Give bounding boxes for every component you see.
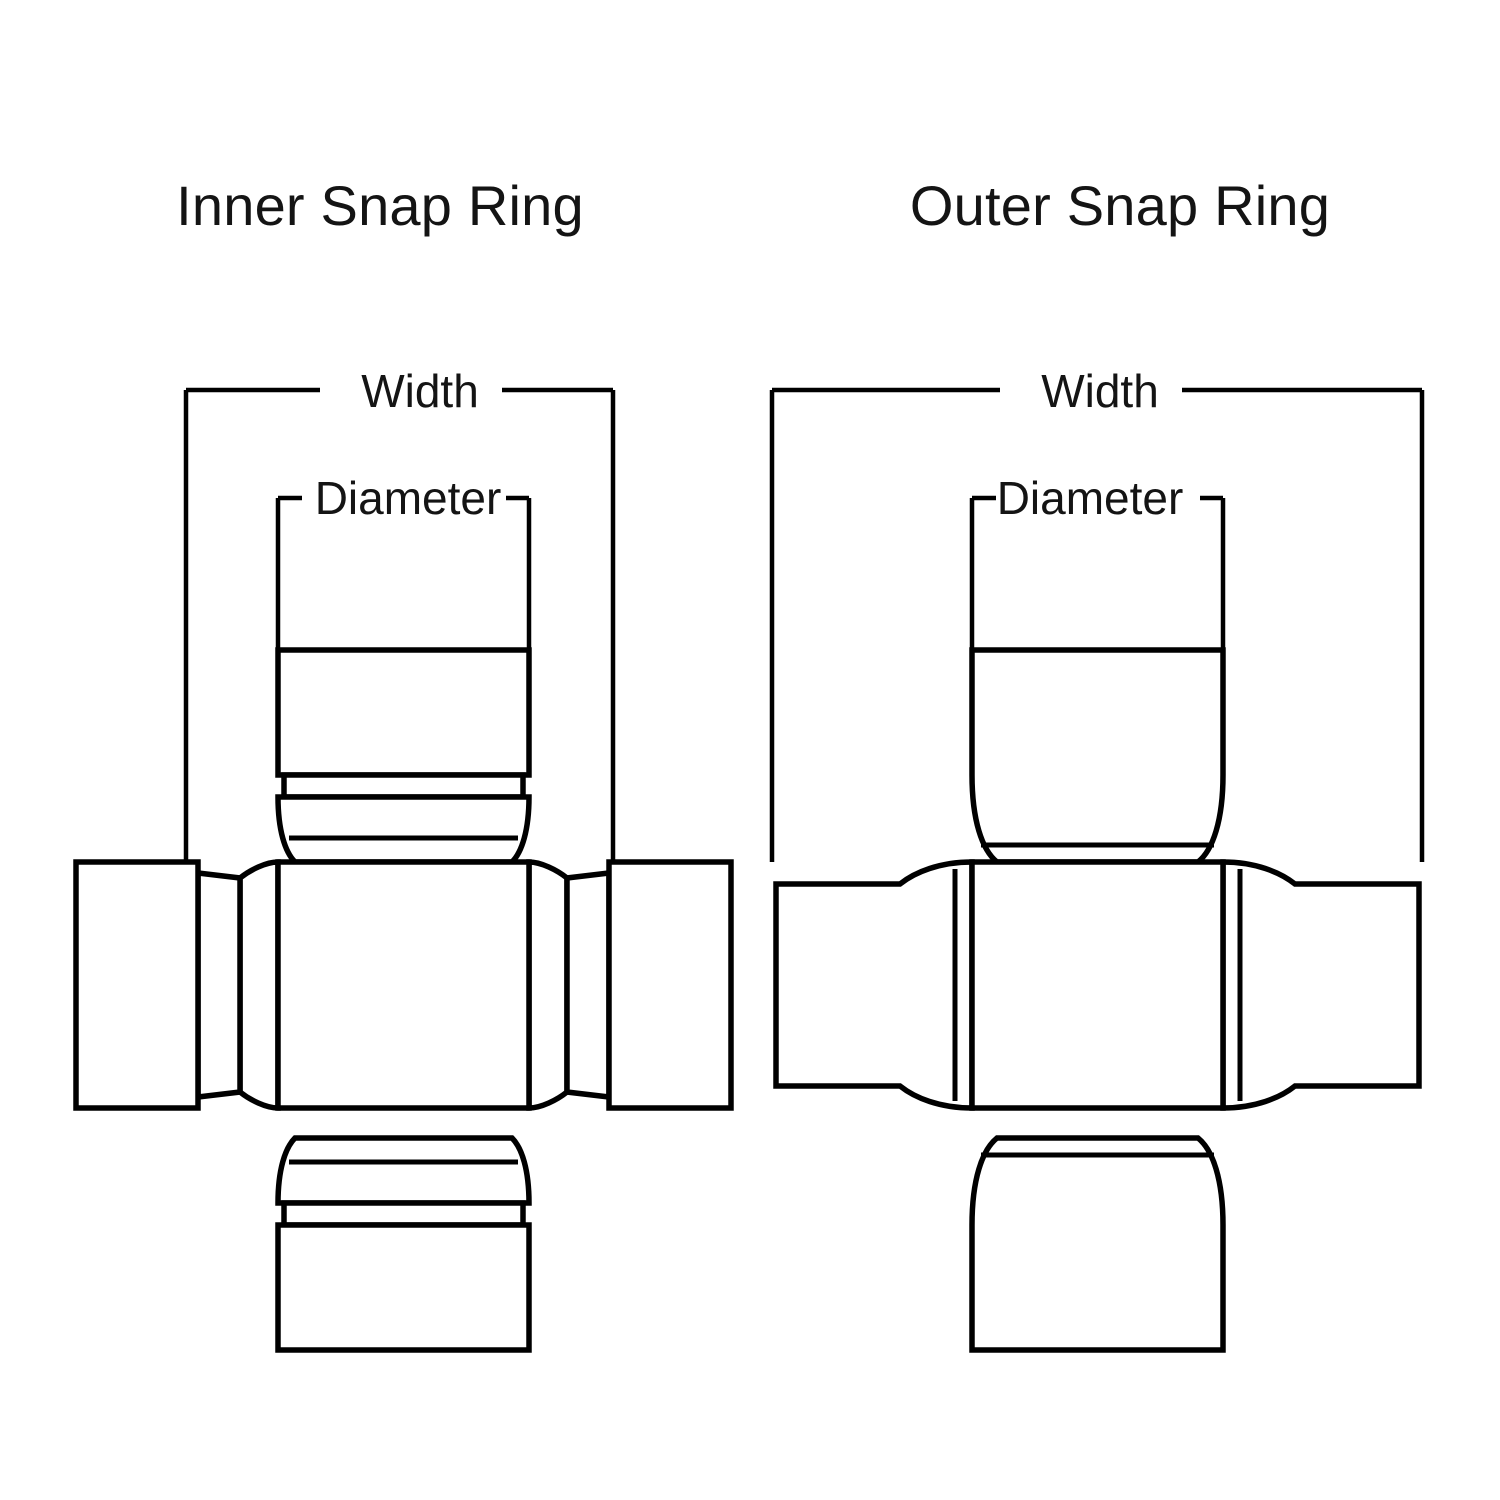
bottom-trunnion-taper-inner	[275, 1135, 532, 1206]
width-dimension-inner	[183, 387, 616, 862]
diameter-dimension-inner	[275, 495, 532, 650]
right-bearing-cap-outer	[1220, 859, 1422, 1111]
panel-title-inner-snap-ring: Inner Snap Ring	[176, 174, 584, 237]
cross-body-outer	[969, 859, 1226, 1111]
panel-title-outer-snap-ring: Outer Snap Ring	[909, 174, 1331, 237]
width-label-inner: Width	[361, 365, 479, 417]
diameter-label-outer: Diameter	[996, 472, 1184, 524]
top-bearing-cap-inner	[275, 647, 532, 778]
cross-body-inner	[275, 859, 532, 1111]
bottom-bearing-cap-inner	[275, 1222, 532, 1353]
width-dimension-outer	[769, 387, 1425, 862]
diameter-label-inner: Diameter	[314, 472, 502, 524]
right-bearing-cap-inner	[606, 859, 734, 1111]
bottom-bearing-cap-outer	[969, 1135, 1226, 1353]
diameter-dimension-outer	[969, 495, 1226, 650]
top-bearing-cap-outer	[969, 647, 1226, 865]
left-bearing-cap-inner	[73, 859, 201, 1111]
left-bearing-cap-outer	[773, 859, 975, 1111]
width-label-outer: Width	[1041, 365, 1159, 417]
